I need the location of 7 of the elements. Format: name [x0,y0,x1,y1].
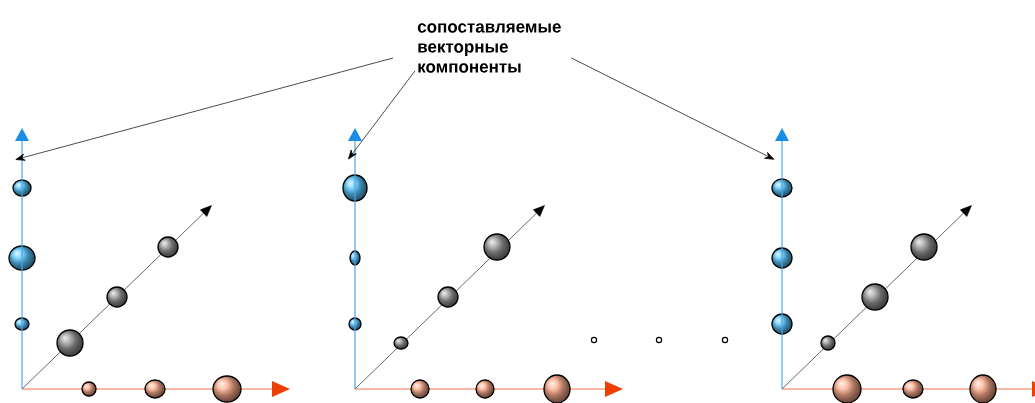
leader-line [15,57,394,161]
vertical-axis [348,128,362,390]
vertical-axis [15,128,29,390]
leader-line [348,70,416,160]
callout-text: сопоставляемые векторные компоненты [417,23,561,73]
vertical-axis [775,128,789,390]
leader-line [571,57,775,160]
